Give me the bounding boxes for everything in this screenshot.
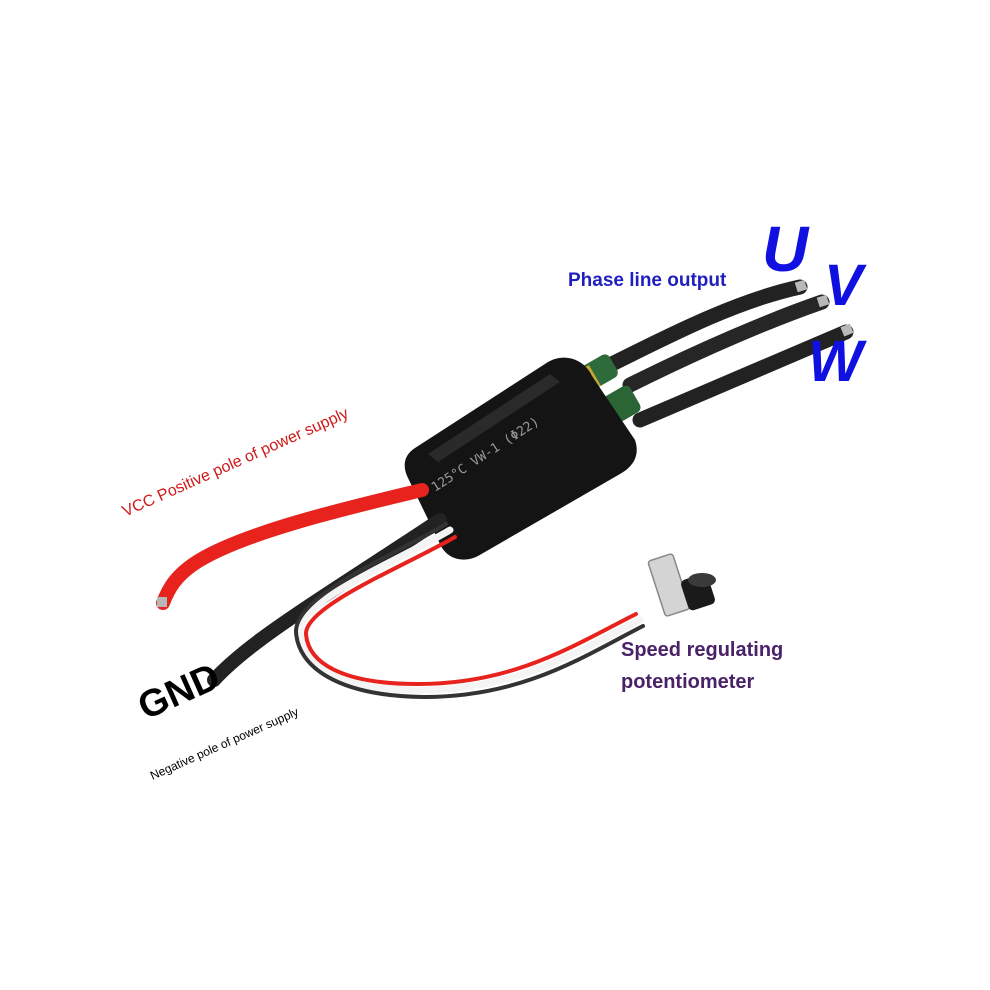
phase-tip-v (816, 294, 830, 308)
phase-tip-w (840, 323, 854, 337)
phase-w-label: W (808, 329, 863, 394)
vcc-wire (156, 483, 429, 610)
speed-potentiometer-label: Speed regulating potentiometer (621, 634, 783, 698)
signal-wire-black (293, 522, 645, 700)
signal-wire-white (296, 526, 644, 694)
potentiometer-body (647, 553, 691, 617)
controller-body (404, 357, 637, 560)
controller-highlight (428, 374, 560, 462)
potentiometer-knob-top (688, 573, 716, 587)
phase-output-label: Phase line output (568, 270, 727, 291)
phase-wire-u (602, 279, 808, 373)
speed-label-line1: Speed regulating (621, 639, 784, 661)
phase-v-label: V (824, 253, 863, 318)
phase-tip-u (794, 279, 808, 293)
phase-wire-w (632, 324, 854, 428)
signal-wire-red (303, 535, 638, 687)
gnd-wire (207, 513, 447, 687)
phase-u-label: U (762, 213, 809, 285)
phase-wire-v (622, 294, 830, 393)
speed-label-line2: potentiometer (621, 671, 755, 693)
vcc-tip (157, 597, 167, 607)
